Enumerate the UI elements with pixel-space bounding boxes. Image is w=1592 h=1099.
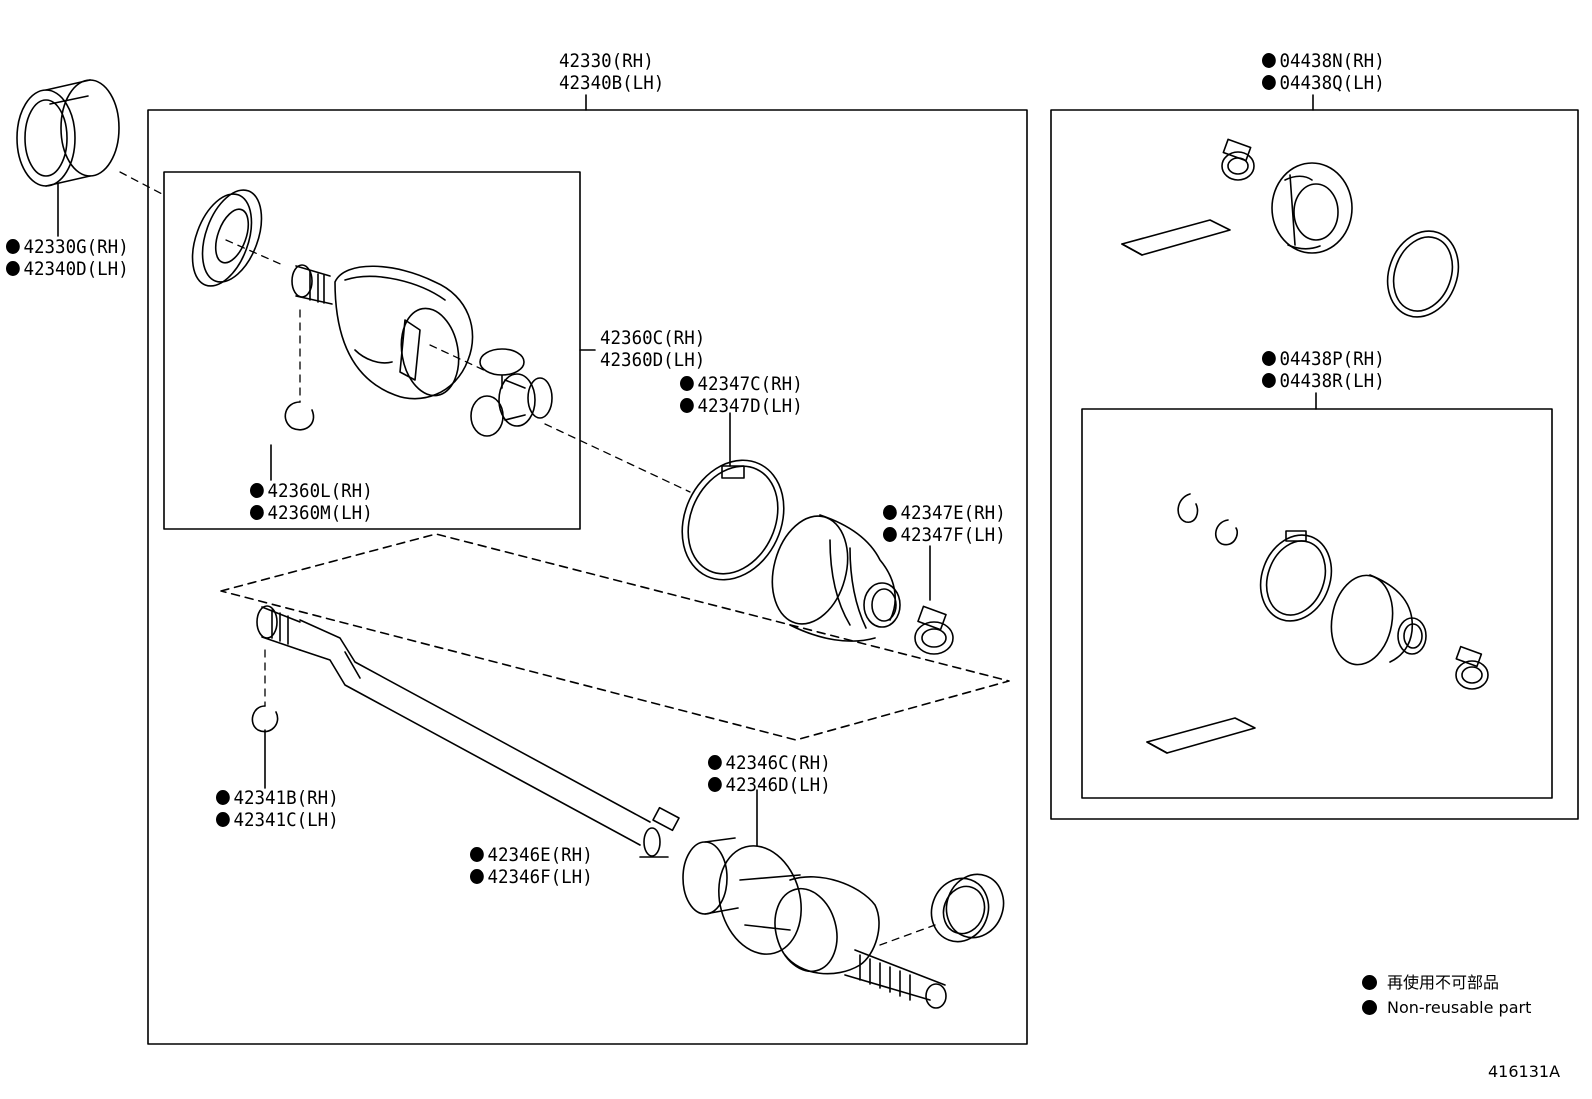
shaft-assy-frame	[147, 109, 1028, 1045]
inboard-boot	[771, 514, 901, 642]
label-outboard-clamp: 42346C(RH) 42346D(LH)	[708, 752, 831, 796]
boot-clamp-small	[914, 605, 954, 655]
shaft-group-dashed-frame	[220, 533, 1010, 741]
legend-item-en: Non-reusable part	[1362, 995, 1531, 1020]
non-reusable-dot-icon	[1262, 351, 1276, 366]
non-reusable-dot-icon	[6, 239, 20, 254]
non-reusable-dot-icon	[470, 869, 484, 884]
non-reusable-dot-icon	[1262, 373, 1276, 388]
dust-deflector	[191, 189, 263, 287]
inner-kit-small-clamp	[1455, 645, 1489, 690]
inboard-joint-frame	[163, 171, 581, 530]
snap-ring-inner	[284, 401, 315, 431]
label-shaft-snap-ring: 42341B(RH) 42341C(LH)	[216, 787, 339, 831]
non-reusable-dot-icon	[250, 505, 264, 520]
label-shaft-assy: 42330(RH) 42340B(LH)	[559, 50, 665, 94]
non-reusable-dot-icon	[470, 847, 484, 862]
non-reusable-dot-icon	[216, 790, 230, 805]
non-reusable-dot-icon	[680, 376, 694, 391]
boot-clamp-large	[681, 459, 785, 581]
oil-seal-left	[16, 79, 120, 187]
inner-boot-kit-frame	[1081, 408, 1553, 799]
label-snap-ring-inner: 42360L(RH) 42360M(LH)	[250, 480, 373, 524]
non-reusable-dot-icon	[883, 527, 897, 542]
inner-kit-boot	[1330, 574, 1427, 666]
inner-kit-snap-rings	[1177, 493, 1238, 546]
figure-number: 416131A	[1488, 1062, 1561, 1081]
non-reusable-dot-icon	[1262, 75, 1276, 90]
non-reusable-dot-icon	[1362, 975, 1377, 990]
outer-kit-boot	[1271, 162, 1353, 254]
non-reusable-dot-icon	[1262, 53, 1276, 68]
label-clamp-small: 42347E(RH) 42347F(LH)	[883, 502, 1006, 546]
label-clamp-large: 42347C(RH) 42347D(LH)	[680, 373, 803, 417]
non-reusable-dot-icon	[6, 261, 20, 276]
outer-kit-small-clamp	[1221, 138, 1255, 181]
shaft-snap-ring	[251, 705, 279, 733]
oil-seal-right	[930, 873, 1005, 943]
inner-kit-grease-pack	[1146, 717, 1256, 754]
legend-item-jp: 再使用不可部品	[1362, 970, 1531, 995]
outer-kit-large-clamp	[1386, 230, 1460, 318]
inboard-joint-housing	[291, 264, 474, 400]
label-boot-kit-outer: 04438N(RH) 04438Q(LH)	[1262, 50, 1385, 94]
label-seal-left: 42330G(RH) 42340D(LH)	[6, 236, 129, 280]
outer-kit-grease-pack	[1121, 219, 1231, 256]
inner-kit-large-clamp	[1259, 530, 1333, 622]
non-reusable-dot-icon	[883, 505, 897, 520]
outer-boot-kit-frame	[1050, 109, 1579, 820]
drive-shaft	[256, 605, 680, 857]
label-boot-kit-inner: 04438P(RH) 04438R(LH)	[1262, 348, 1385, 392]
non-reusable-dot-icon	[708, 755, 722, 770]
non-reusable-dot-icon	[1362, 1000, 1377, 1015]
non-reusable-dot-icon	[680, 398, 694, 413]
non-reusable-dot-icon	[708, 777, 722, 792]
non-reusable-dot-icon	[250, 483, 264, 498]
label-inboard-joint: 42360C(RH) 42360D(LH)	[600, 327, 706, 371]
tripod-joint	[470, 348, 553, 437]
legend: 再使用不可部品 Non-reusable part	[1362, 970, 1531, 1020]
outboard-joint	[682, 837, 947, 1009]
non-reusable-dot-icon	[216, 812, 230, 827]
label-outboard-clamp2: 42346E(RH) 42346F(LH)	[470, 844, 593, 888]
